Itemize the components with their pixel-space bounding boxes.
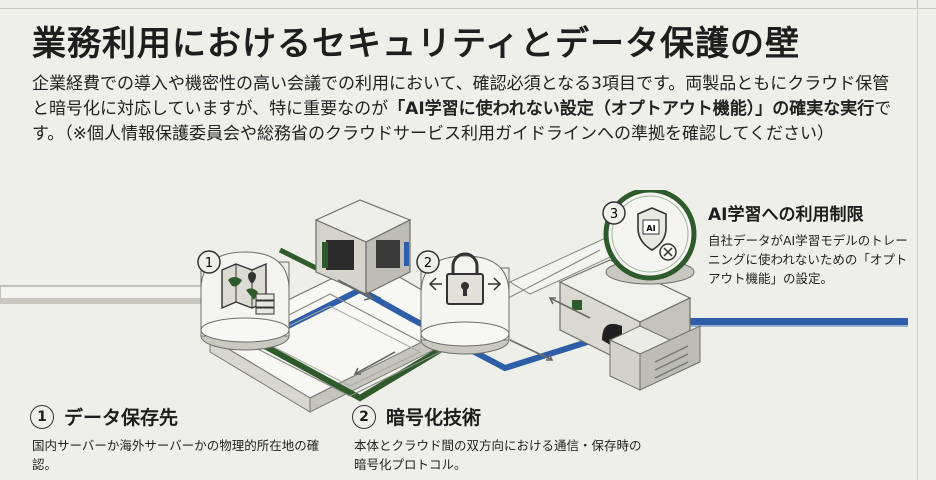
frame-right-border	[917, 0, 918, 480]
callout-data-location: 1 データ保存先 国内サーバーか海外サーバーかの物理的所在地の確認。	[30, 403, 330, 474]
lead-paragraph: 企業経費での導入や機密性の高い会議での利用において、確認必須となる3項目です。両…	[32, 72, 904, 147]
frame-top-border	[0, 0, 936, 9]
node3-number-circle	[602, 201, 626, 225]
lock-icon	[428, 252, 502, 305]
node2-number: 2	[424, 256, 432, 271]
callout1-body: 国内サーバーか海外サーバーかの物理的所在地の確認。	[32, 438, 320, 472]
tray-rail-2	[259, 305, 422, 387]
blue-path	[278, 286, 601, 372]
node1-number: 1	[205, 256, 213, 271]
map-server-icon	[221, 262, 275, 315]
green-path	[248, 335, 442, 402]
svg-text:AI: AI	[646, 224, 655, 233]
callout3-body: 自社データがAI学習モデルのトレーニングに使われないための「オプトアウト機能」の…	[708, 233, 908, 286]
callout2-body: 本体とクラウド間の双方向における通信・保存時の暗号化プロトコル。	[354, 438, 642, 472]
lead-text-strong: 「AI学習に使われない設定（オプトアウト機能）」の確実な実行	[388, 99, 875, 119]
callout1-title: データ保存先	[64, 407, 179, 429]
security-diagram: 1 2 AI 3	[0, 190, 908, 413]
lead-text-1: 企業経費での導入や機密性の高い会議での利用において、確認必須となる3項目です。両…	[32, 74, 890, 119]
flow-arrows	[337, 279, 591, 375]
ai-shield-icon: AI	[637, 207, 677, 261]
gate-building	[314, 199, 412, 295]
blue-line-right	[690, 318, 908, 327]
gray-conduit-left	[0, 285, 206, 304]
tunnel-block	[558, 259, 702, 391]
node2-number-circle	[416, 250, 440, 274]
corner-mark	[917, 0, 928, 8]
page-title: 業務利用におけるセキュリティとデータ保護の壁	[32, 24, 800, 64]
node1-number-circle	[197, 250, 221, 274]
callout-ai-restriction: AI学習への利用制限 自社データがAI学習モデルのトレーニングに使われないための…	[708, 200, 908, 288]
callout1-number: 1	[30, 404, 54, 429]
node3-number: 3	[610, 207, 618, 222]
callout-encryption: 2 暗号化技術 本体とクラウド間の双方向における通信・保存時の暗号化プロトコル。	[352, 403, 652, 474]
callout2-number: 2	[352, 404, 376, 429]
callout3-title: AI学習への利用制限	[708, 205, 864, 225]
callout2-title: 暗号化技術	[386, 407, 482, 429]
platform-base	[208, 259, 472, 413]
lead-text-2: です。（※個人情報保護委員会や総務省のクラウドサービス利用ガイドラインへの準拠を…	[32, 99, 892, 144]
